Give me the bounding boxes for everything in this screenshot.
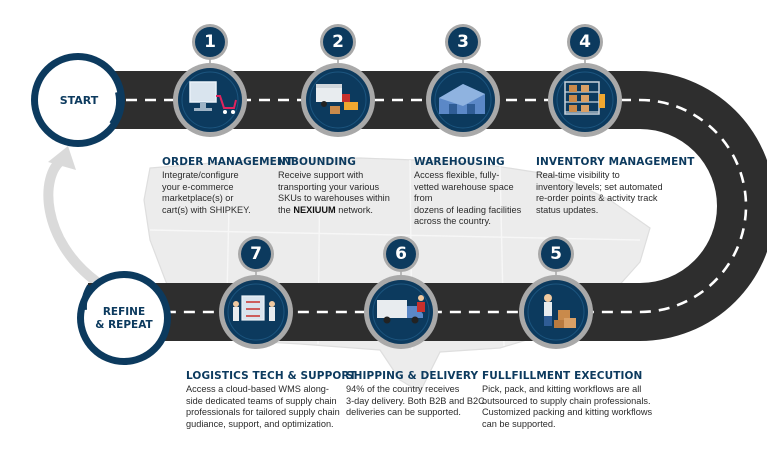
- refine-label-line1: REFINE: [102, 306, 146, 318]
- step-4-badge: [567, 24, 603, 63]
- refine-label-line2: & REPEAT: [95, 319, 153, 331]
- step-4-number: 4: [579, 32, 591, 52]
- inventory-shelves-icon: [564, 81, 605, 115]
- step-3-number: 3: [457, 32, 469, 52]
- nexiuum-brand: NEXIUUM: [293, 204, 336, 215]
- step-2-number: 2: [332, 32, 344, 52]
- step-5-circle: [519, 275, 593, 349]
- step-1-badge: [192, 24, 228, 63]
- step-3-description: Access flexible, fully- vetted warehouse…: [414, 170, 522, 227]
- step-1-number: 1: [204, 32, 216, 52]
- step-3-badge: [445, 24, 481, 63]
- computer-cart-icon: [189, 81, 237, 114]
- step-7-description: Access a cloud-based WMS along- side ded…: [186, 384, 340, 429]
- step-4-description: Real-time visibility to inventory levels…: [536, 170, 663, 215]
- step-7-title: LOGISTICS TECH & SUPPORT: [186, 370, 357, 382]
- step-6-description: 94% of the country receives 3-day delive…: [346, 384, 485, 418]
- loop-arrow-head-icon: [48, 146, 76, 170]
- step-2-circle: [301, 63, 375, 137]
- step-7-number: 7: [250, 244, 262, 264]
- step-6-badge: [383, 236, 419, 275]
- step-4-circle: [548, 63, 622, 137]
- truck-forklift-icon: [316, 84, 358, 114]
- step-6-circle: [364, 275, 438, 349]
- step-2-badge: [320, 24, 356, 63]
- refine-cap: [77, 271, 171, 365]
- step-5-title: FULLFILLMENT EXECUTION: [482, 370, 643, 382]
- road-dashed-centerline: [88, 98, 748, 314]
- step-7-badge: [238, 236, 274, 275]
- start-label: START: [59, 94, 99, 107]
- tech-support-screens-icon: [233, 295, 275, 321]
- step-1-title: ORDER MANAGEMENT: [162, 156, 294, 168]
- step-6-title: SHIPPING & DELIVERY: [346, 370, 479, 382]
- step-2-description: Receive support with transporting your v…: [278, 170, 390, 215]
- step-1-circle: [173, 63, 247, 137]
- step-5-description: Pick, pack, and kitting workflows are al…: [482, 384, 653, 429]
- step-3-title: WAREHOUSING: [414, 156, 505, 168]
- step-5-badge: [538, 236, 574, 275]
- loop-arrow-icon: [43, 155, 101, 287]
- packing-worker-icon: [544, 294, 576, 328]
- start-cap: [31, 53, 125, 147]
- step-2-title: INBOUNDING: [278, 156, 356, 168]
- step-4-title: INVENTORY MANAGEMENT: [536, 156, 695, 168]
- step-1-description: Integrate/configure your e-commerce mark…: [162, 170, 251, 215]
- step-7-circle: [219, 275, 293, 349]
- step-3-circle: [426, 63, 500, 137]
- delivery-truck-icon: [377, 295, 425, 324]
- warehouse-icon: [439, 84, 485, 114]
- step-6-number: 6: [395, 244, 407, 264]
- step-5-number: 5: [550, 244, 562, 264]
